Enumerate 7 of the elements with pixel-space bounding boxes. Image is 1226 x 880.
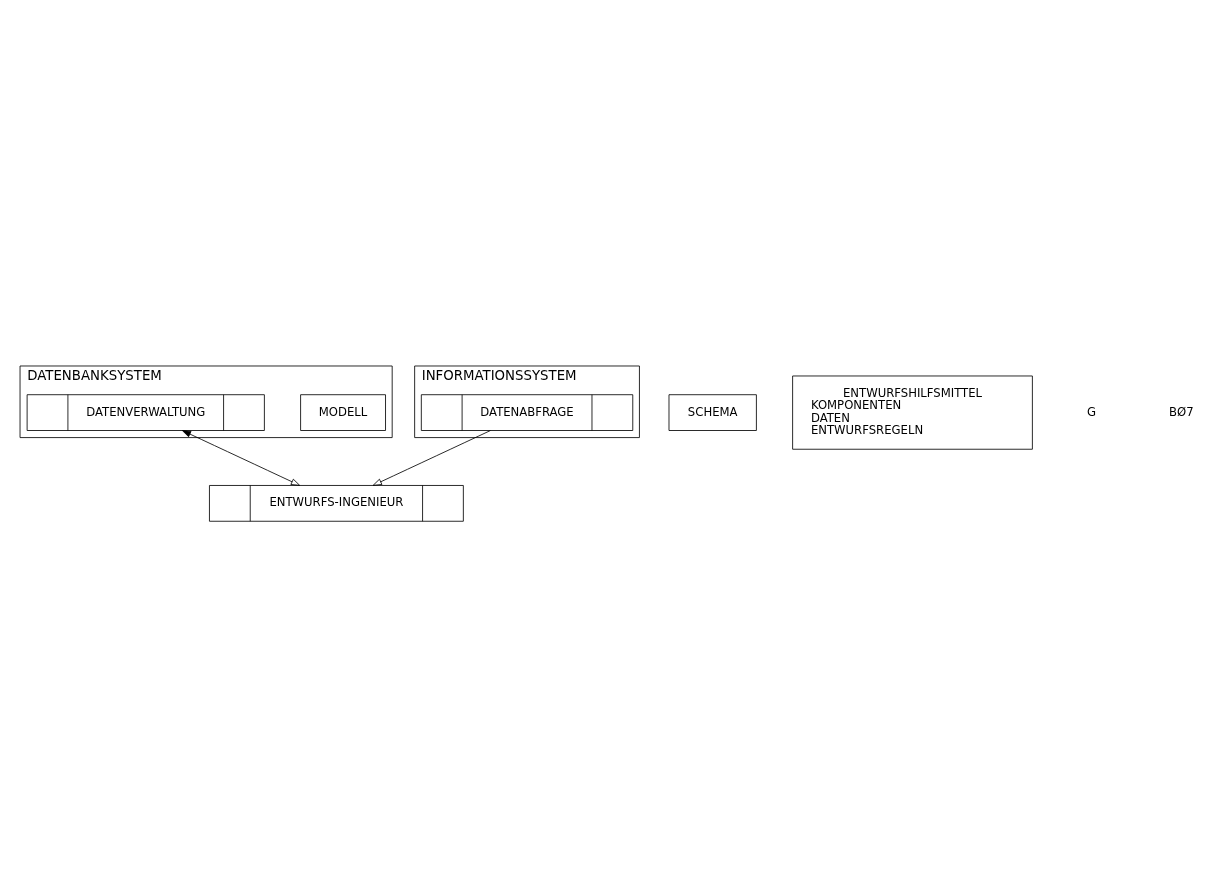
arrow: [181, 429, 301, 486]
label: G: [1086, 404, 1096, 419]
node-box: SCHEMA: [668, 393, 757, 431]
arrow: [372, 429, 491, 486]
node-box: MODELL: [300, 393, 386, 431]
node-box: ENTWURFSHILFSMITTEL KOMPONENTEN DATEN ENTWURFSREGELN: [792, 375, 1033, 450]
label: BØ7: [1169, 404, 1194, 419]
